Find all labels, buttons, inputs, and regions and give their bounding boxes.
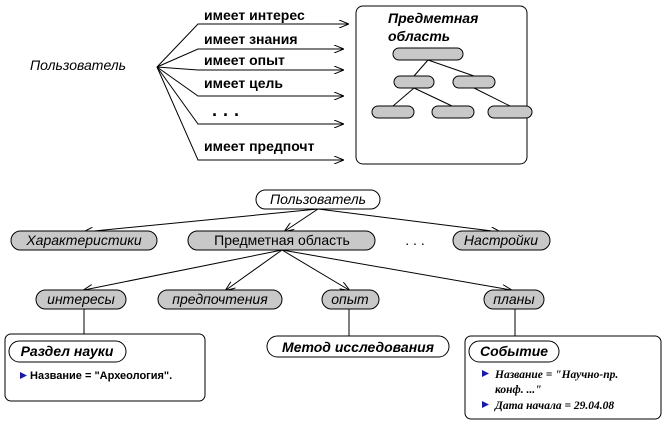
top-user-label: Пользователь bbox=[30, 57, 126, 73]
method-card-pill bbox=[266, 335, 450, 358]
bullet-icon bbox=[482, 401, 489, 408]
relation-label: имеет интерес bbox=[204, 7, 305, 23]
event-card-item-cont: конф. ..." bbox=[495, 384, 542, 396]
tree-node-characteristics bbox=[10, 230, 158, 251]
arrow-knowledge bbox=[156, 49, 343, 68]
bullet-icon bbox=[482, 370, 489, 377]
tree-node-label: опыт bbox=[331, 291, 369, 307]
domain-box-title-line2: область bbox=[388, 28, 450, 44]
tree-ellipsis: . . . bbox=[405, 232, 424, 248]
relation-arrows bbox=[156, 24, 348, 160]
tree-node-label: интересы bbox=[47, 291, 115, 307]
mini-tree-node bbox=[392, 47, 464, 61]
relation-label-ellipsis: · · · bbox=[212, 105, 240, 125]
tree-node-label: Предметная область bbox=[214, 232, 350, 248]
tree-node-preferences bbox=[157, 289, 283, 310]
mini-tree-node bbox=[452, 75, 496, 89]
domain-box bbox=[355, 5, 528, 165]
relation-label: имеет знания bbox=[204, 31, 298, 47]
tree-node-label: планы bbox=[493, 291, 535, 307]
tree-node-domain bbox=[187, 230, 376, 251]
mini-tree-node bbox=[393, 75, 435, 89]
relation-label: имеет цель bbox=[204, 75, 283, 91]
tree-root-label: Пользователь bbox=[270, 191, 366, 207]
mini-tree-node bbox=[487, 105, 533, 119]
science-card-title-pill bbox=[8, 340, 127, 363]
event-card-item: Дата начала = 29.04.08 bbox=[494, 400, 614, 412]
event-card-title: Событие bbox=[480, 343, 548, 359]
method-card-title: Метод исследования bbox=[282, 339, 434, 355]
mini-tree-node bbox=[431, 105, 475, 119]
tree-node-settings bbox=[452, 230, 551, 251]
domain-mini-tree bbox=[371, 47, 533, 119]
relation-label: имеет опыт bbox=[204, 52, 285, 68]
tree-node-label: предпочтения bbox=[172, 291, 268, 307]
domain-box-title-line1: Предметная bbox=[388, 10, 478, 26]
tree-node-label: Характеристики bbox=[25, 232, 142, 248]
science-card-item: Название = "Археология". bbox=[30, 370, 172, 382]
tree-node-experience bbox=[321, 289, 380, 310]
relation-label: имеет предпочт bbox=[204, 138, 315, 154]
bullet-icon bbox=[20, 372, 27, 379]
tree-node-label: Настройки bbox=[464, 232, 538, 248]
mini-tree-node bbox=[371, 105, 415, 119]
event-card-title-pill bbox=[468, 340, 560, 363]
arrow-interest bbox=[156, 24, 348, 68]
tree-node-plans bbox=[483, 289, 545, 310]
event-card-item: Название = "Научно-пр. bbox=[494, 369, 618, 381]
science-card-title: Раздел науки bbox=[21, 343, 114, 359]
tree-edges bbox=[84, 208, 516, 336]
tree-node-interests bbox=[35, 289, 127, 310]
arrow-goal bbox=[156, 66, 343, 96]
arrow-etc bbox=[156, 66, 343, 124]
tree-root-node bbox=[255, 189, 381, 210]
arrow-preference bbox=[156, 66, 343, 160]
arrow-experience bbox=[156, 67, 343, 70]
